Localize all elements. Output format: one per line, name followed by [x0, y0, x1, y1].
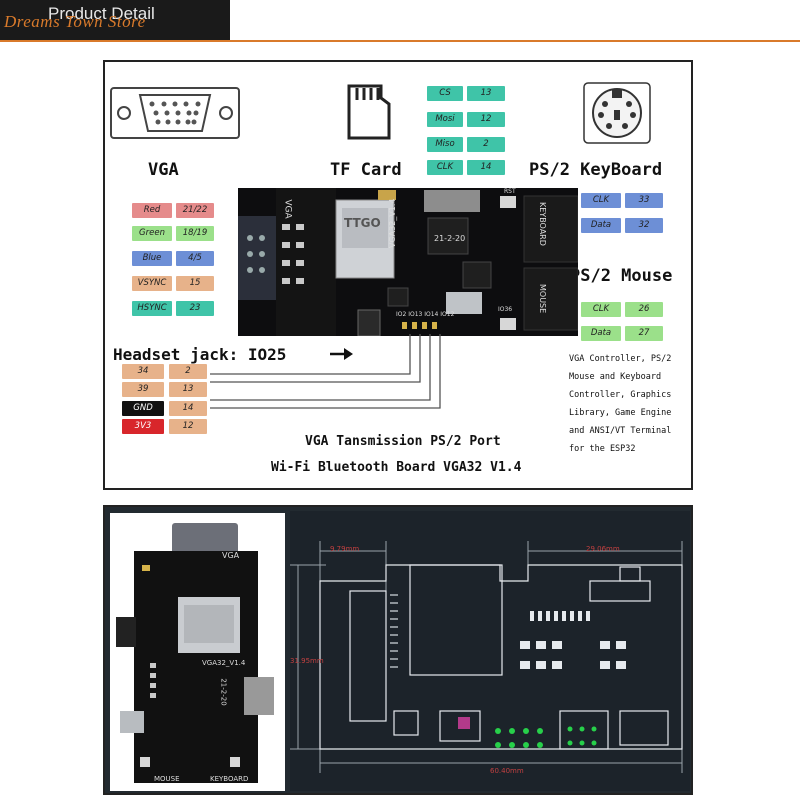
caption-line-2: Wi-Fi Bluetooth Board VGA32 V1.4: [271, 460, 522, 475]
keyboard-pin-num: 33: [625, 193, 663, 208]
description-line: Mouse and Keyboard: [569, 372, 662, 382]
vga-pin-num: 23: [176, 301, 214, 316]
caption-line-1: VGA Tansmission PS/2 Port: [305, 434, 501, 449]
mouse-pin-name: Data: [581, 326, 621, 341]
header-pin-right: 13: [169, 382, 207, 397]
tf-pin-name: Miso: [427, 137, 463, 152]
board-date-text: 21-2-20: [434, 234, 466, 243]
dimension-total-width: 60.40mm: [490, 767, 524, 775]
tf-card-icon: [347, 84, 391, 140]
vga-pin-name: Blue: [132, 251, 172, 266]
tf-pin-name: CS: [427, 86, 463, 101]
arrow-right-icon: [330, 346, 354, 360]
photo-mouse-text: MOUSE: [154, 775, 180, 783]
headset-jack-label: Headset jack: IO25: [113, 345, 287, 364]
dimension-right-width: 29.06mm: [586, 545, 620, 553]
tf-pin-num: 13: [467, 86, 505, 101]
keyboard-pin-name: Data: [581, 218, 621, 233]
board-photo-and-dimensions-panel: VGA VGA32_V1.4 21-2-20 MOUSE KEYBOARD: [103, 505, 693, 795]
store-watermark: Dreams Town Store: [4, 12, 146, 31]
header-title: Product Detail: [48, 4, 155, 23]
header-pin-right: 2: [169, 364, 207, 379]
mouse-pin-name: CLK: [581, 302, 621, 317]
vga-pin-num: 4/5: [176, 251, 214, 266]
vga-pin-name: VSYNC: [132, 276, 172, 291]
vga-pin-num: 15: [176, 276, 214, 291]
tf-pin-num: 2: [467, 137, 505, 152]
dimension-left-offset: 9.79mm: [330, 545, 360, 553]
board-photo: VGA VGA32_V1.4 21-2-20 MOUSE KEYBOARD: [110, 513, 285, 791]
tf-pin-name: Mosi: [427, 112, 463, 127]
board-mouse-text: MOUSE: [538, 284, 547, 314]
description-line: VGA Controller, PS/2: [569, 354, 672, 364]
vga-pin-num: 21/22: [176, 203, 214, 218]
board-keyboard-text: KEYBOARD: [538, 202, 547, 246]
header-pin-left: 34: [122, 364, 164, 379]
keyboard-pin-num: 32: [625, 218, 663, 233]
vga-label: VGA: [148, 160, 179, 180]
header-connector-lines: [210, 330, 450, 440]
header-pin-left: 39: [122, 382, 164, 397]
photo-date-text: 21-2-20: [219, 678, 228, 706]
board-model-text: VGA32_V1.4: [388, 198, 397, 248]
tf-pin-num: 12: [467, 112, 505, 127]
vga32-board-image: VGA TTGO VGA32_V1.4 21-2-20 KEYBOARD MOU…: [238, 188, 579, 337]
board-rst-text: RST: [504, 188, 516, 195]
vga-pin-name: Green: [132, 226, 172, 241]
description-line: and ANSI/VT Terminal: [569, 426, 672, 436]
ps2-mouse-label: PS/2 Mouse: [570, 266, 673, 286]
pinout-diagram-panel: VGA TF Card CS 13 Mosi 12 Miso 2 CLK 14 …: [103, 60, 693, 490]
header-pin-right: 14: [169, 401, 207, 416]
mouse-pin-num: 27: [625, 326, 663, 341]
vga-connector-icon: [110, 87, 240, 139]
header-pin-right: 12: [169, 419, 207, 434]
mouse-pin-num: 26: [625, 302, 663, 317]
description-line: Controller, Graphics: [569, 390, 672, 400]
vga-pin-name: HSYNC: [132, 301, 172, 316]
tf-pin-name: CLK: [427, 160, 463, 175]
board-module-text: TTGO: [344, 216, 381, 230]
header-pin-left: 3V3: [122, 419, 164, 434]
description-line: for the ESP32: [569, 444, 636, 454]
board-vga-text: VGA: [282, 199, 293, 219]
keyboard-pin-name: CLK: [581, 193, 621, 208]
header-divider: [0, 40, 800, 42]
dimension-height: 31.95mm: [290, 657, 324, 665]
photo-model-text: VGA32_V1.4: [202, 659, 246, 667]
board-io36-text: IO36: [498, 306, 513, 313]
photo-vga-text: VGA: [222, 551, 240, 560]
board-io-row-text: IO2 IO13 IO14 IO12: [396, 311, 455, 318]
vga-pin-num: 18/19: [176, 226, 214, 241]
photo-keyboard-text: KEYBOARD: [210, 775, 249, 783]
feature-description: VGA Controller, PS/2 Mouse and Keyboard …: [569, 350, 671, 458]
ps2-connector-icon: [583, 82, 651, 144]
tf-card-label: TF Card: [330, 160, 402, 180]
header-pin-left: GND: [122, 401, 164, 416]
description-line: Library, Game Engine: [569, 408, 672, 418]
dimension-drawing: 9.79mm 29.06mm 31.95mm 60.40mm: [290, 511, 690, 791]
tf-pin-num: 14: [467, 160, 505, 175]
header-bar: [0, 0, 230, 40]
vga-pin-name: Red: [132, 203, 172, 218]
ps2-keyboard-label: PS/2 KeyBoard: [529, 160, 663, 180]
